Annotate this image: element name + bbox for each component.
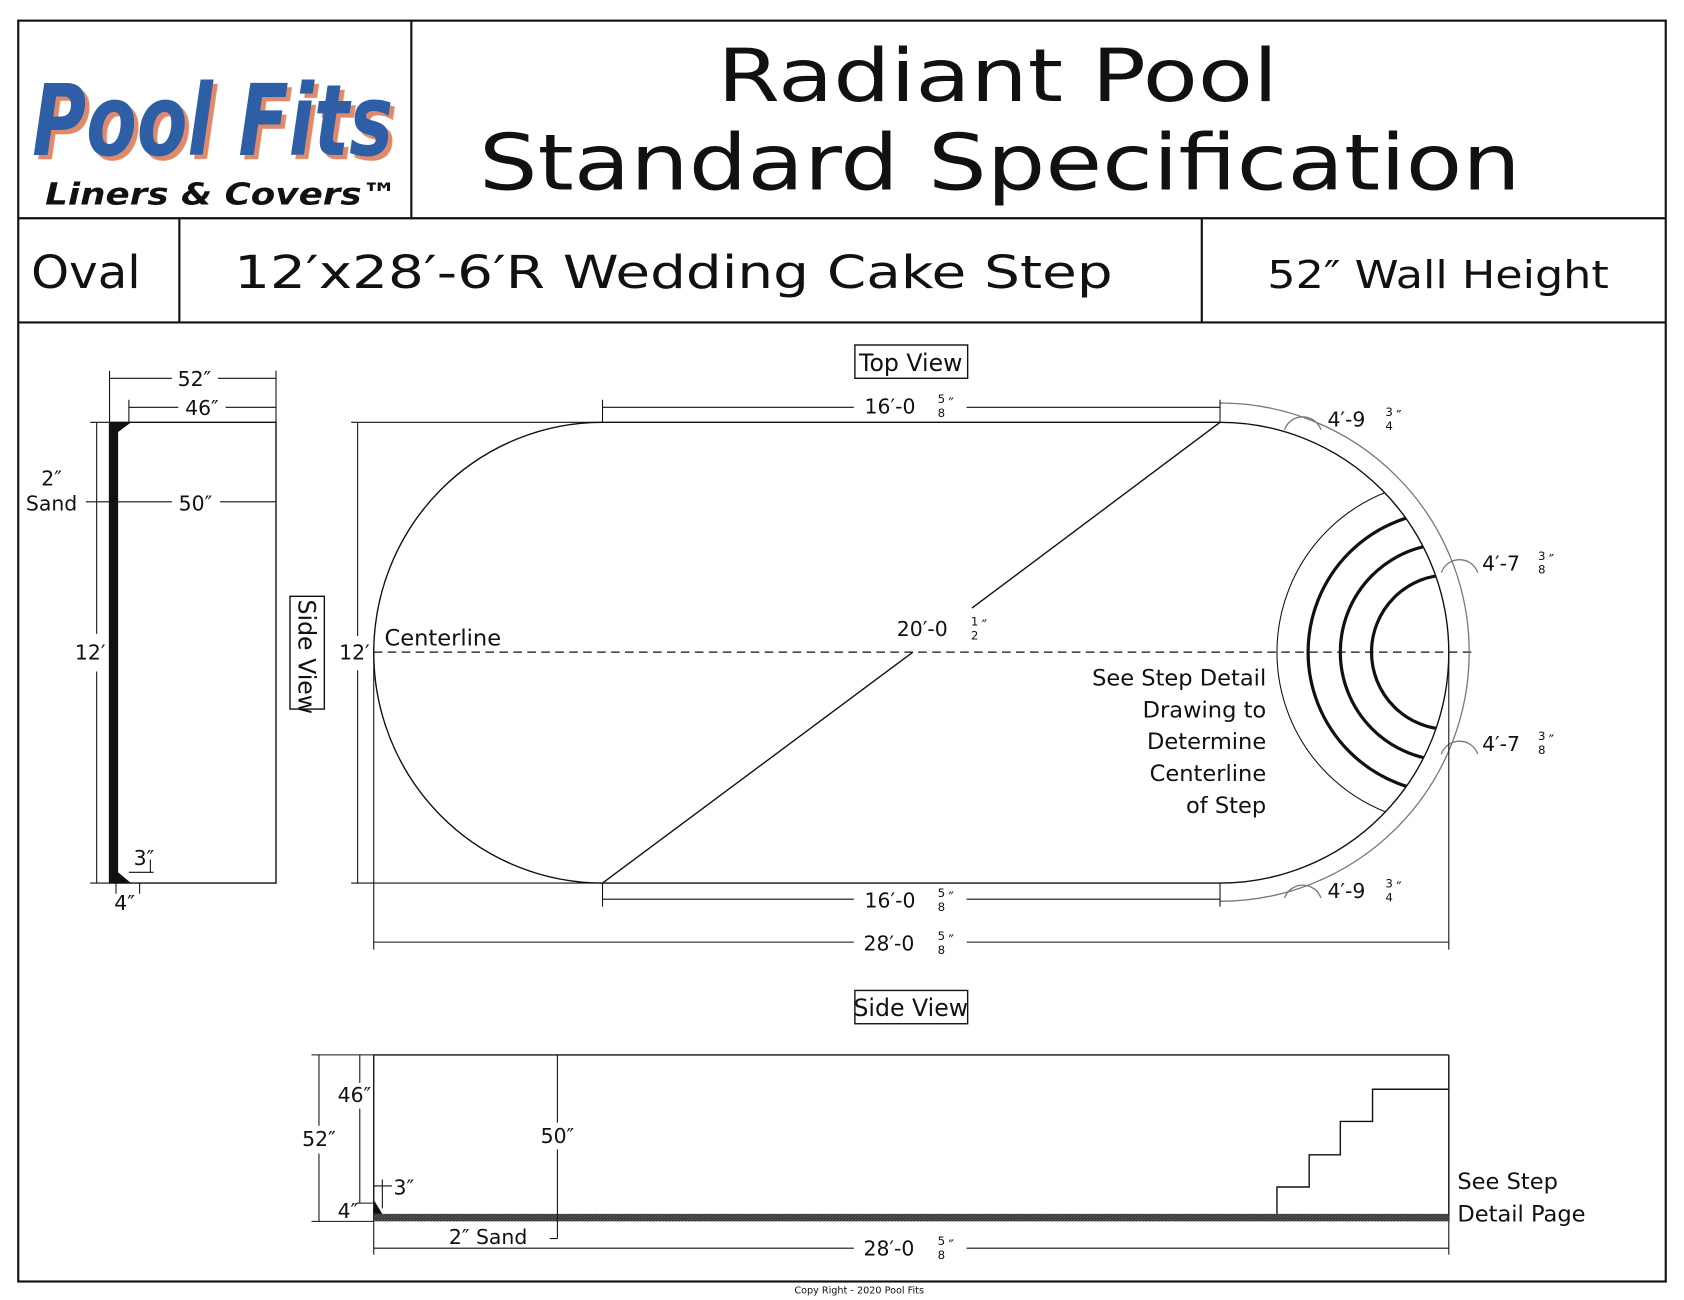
- top-view-label: Top View: [858, 349, 962, 377]
- svg-text:″: ″: [1549, 732, 1555, 750]
- dim-52: 52″: [178, 367, 212, 391]
- dim-12ft: 12′: [75, 641, 106, 665]
- dim-3: 3″: [394, 1176, 415, 1200]
- wall-height: 52″ Wall Height: [1267, 253, 1609, 298]
- dim-overall-length: 28′-0 58″: [863, 1234, 954, 1262]
- side-view-label-vertical-text: Side View: [293, 600, 321, 715]
- sand-label: Sand: [26, 491, 77, 515]
- svg-text:8: 8: [938, 1248, 946, 1262]
- svg-text:″: ″: [948, 888, 954, 906]
- end-section-view: 52″ 46″ 50″ 2″ Sand 12′ 3″ 4″: [26, 367, 277, 915]
- sand-amount: 2″: [41, 467, 62, 491]
- side-view-label-box: [854, 989, 969, 1025]
- svg-text:8: 8: [1538, 563, 1546, 577]
- svg-text:8: 8: [938, 943, 946, 957]
- svg-text:″: ″: [1396, 879, 1402, 897]
- pool-shape: Oval: [31, 246, 141, 299]
- centerline-label: Centerline: [384, 626, 501, 652]
- dim-diagonal: 20′-0 12″: [897, 614, 988, 642]
- dim-3: 3″: [134, 846, 155, 870]
- svg-text:20′-0: 20′-0: [897, 617, 948, 641]
- copyright: Copy Right - 2020 Pool Fits: [794, 1285, 924, 1296]
- dim-arc-bottom: 4′-9 34″: [1327, 876, 1402, 904]
- dim-46: 46″: [185, 396, 219, 420]
- svg-text:8: 8: [938, 406, 946, 420]
- svg-text:3: 3: [1385, 876, 1393, 890]
- svg-text:2: 2: [971, 628, 979, 642]
- pool-size: 12′x28′-6′R Wedding Cake Step: [234, 246, 1113, 299]
- dim-overall-length: 28′-0 58″: [863, 929, 954, 957]
- svg-text:8: 8: [1538, 743, 1546, 757]
- svg-text:4′-9: 4′-9: [1327, 879, 1365, 903]
- svg-text:5: 5: [938, 929, 946, 943]
- svg-text:″: ″: [948, 1236, 954, 1254]
- svg-text:3: 3: [1538, 549, 1546, 563]
- side-view-label: Side View: [853, 994, 968, 1022]
- dim-arc-lower-mid: 4′-7 38″: [1482, 729, 1555, 757]
- dim-50: 50″: [541, 1124, 575, 1148]
- dim-straight-top: 16′-0 58″: [865, 392, 955, 420]
- step-profile: [1276, 1088, 1449, 1214]
- svg-text:Determine: Determine: [1147, 729, 1266, 755]
- svg-text:″: ″: [1549, 551, 1555, 569]
- svg-text:4′-7: 4′-7: [1482, 552, 1520, 576]
- svg-text:See Step Detail: See Step Detail: [1092, 665, 1266, 691]
- svg-text:4: 4: [1385, 890, 1393, 904]
- sand-floor: [373, 1213, 1449, 1222]
- title-block: [17, 19, 1667, 1283]
- title-line-1: Radiant Pool: [717, 34, 1278, 119]
- dim-4: 4″: [338, 1199, 359, 1223]
- pool-fits-logo: Pool Fits Liners & Covers™: [32, 64, 397, 212]
- dim-46: 46″: [338, 1083, 372, 1107]
- svg-text:16′-0: 16′-0: [865, 395, 916, 419]
- dim-width-12ft: 12′: [339, 641, 370, 665]
- svg-text:Drawing to: Drawing to: [1143, 698, 1267, 724]
- svg-text:Centerline: Centerline: [1150, 761, 1267, 787]
- top-view-label-box: [854, 344, 969, 379]
- svg-text:4: 4: [1385, 419, 1393, 433]
- svg-text:″: ″: [948, 394, 954, 412]
- svg-text:28′-0: 28′-0: [863, 1237, 914, 1261]
- side-view: Side View 52″ 46″ 50″ 3″ 4″ 2″ Sand 28′-…: [302, 989, 1586, 1262]
- sand-label: 2″ Sand: [449, 1225, 527, 1249]
- svg-text:5: 5: [938, 1234, 946, 1248]
- wedding-cake-step: [1276, 479, 1449, 825]
- svg-text:16′-0: 16′-0: [865, 889, 916, 913]
- dim-arc-upper-mid: 4′-7 38″: [1482, 549, 1555, 577]
- svg-text:of Step: of Step: [1186, 793, 1266, 819]
- svg-text:28′-0: 28′-0: [863, 932, 914, 956]
- svg-text:″: ″: [948, 931, 954, 949]
- svg-text:4′-7: 4′-7: [1482, 732, 1520, 756]
- dim-arc-top: 4′-9 34″: [1327, 405, 1402, 433]
- svg-text:3: 3: [1538, 729, 1546, 743]
- svg-text:″: ″: [982, 617, 988, 635]
- step-note-2: Detail Page: [1457, 1201, 1585, 1227]
- svg-text:″: ″: [1396, 407, 1402, 425]
- dim-straight-bottom: 16′-0 58″: [865, 886, 955, 914]
- title-line-2: Standard Specification: [479, 118, 1521, 208]
- svg-text:4′-9: 4′-9: [1327, 408, 1365, 432]
- dim-52: 52″: [302, 1127, 336, 1151]
- svg-text:3: 3: [1385, 405, 1393, 419]
- svg-text:1: 1: [971, 614, 979, 628]
- dim-50: 50″: [179, 491, 213, 515]
- svg-text:8: 8: [938, 900, 946, 914]
- side-view-label-vertical: Side View: [289, 595, 326, 715]
- logo-brand: Pool Fits: [32, 64, 393, 179]
- step-note: See Step Detail Drawing to Determine Cen…: [1092, 665, 1266, 819]
- dim-4: 4″: [114, 891, 135, 915]
- svg-text:5: 5: [938, 392, 946, 406]
- svg-text:5: 5: [938, 886, 946, 900]
- step-note-1: See Step: [1457, 1169, 1558, 1195]
- logo-tagline: Liners & Covers™: [45, 177, 397, 212]
